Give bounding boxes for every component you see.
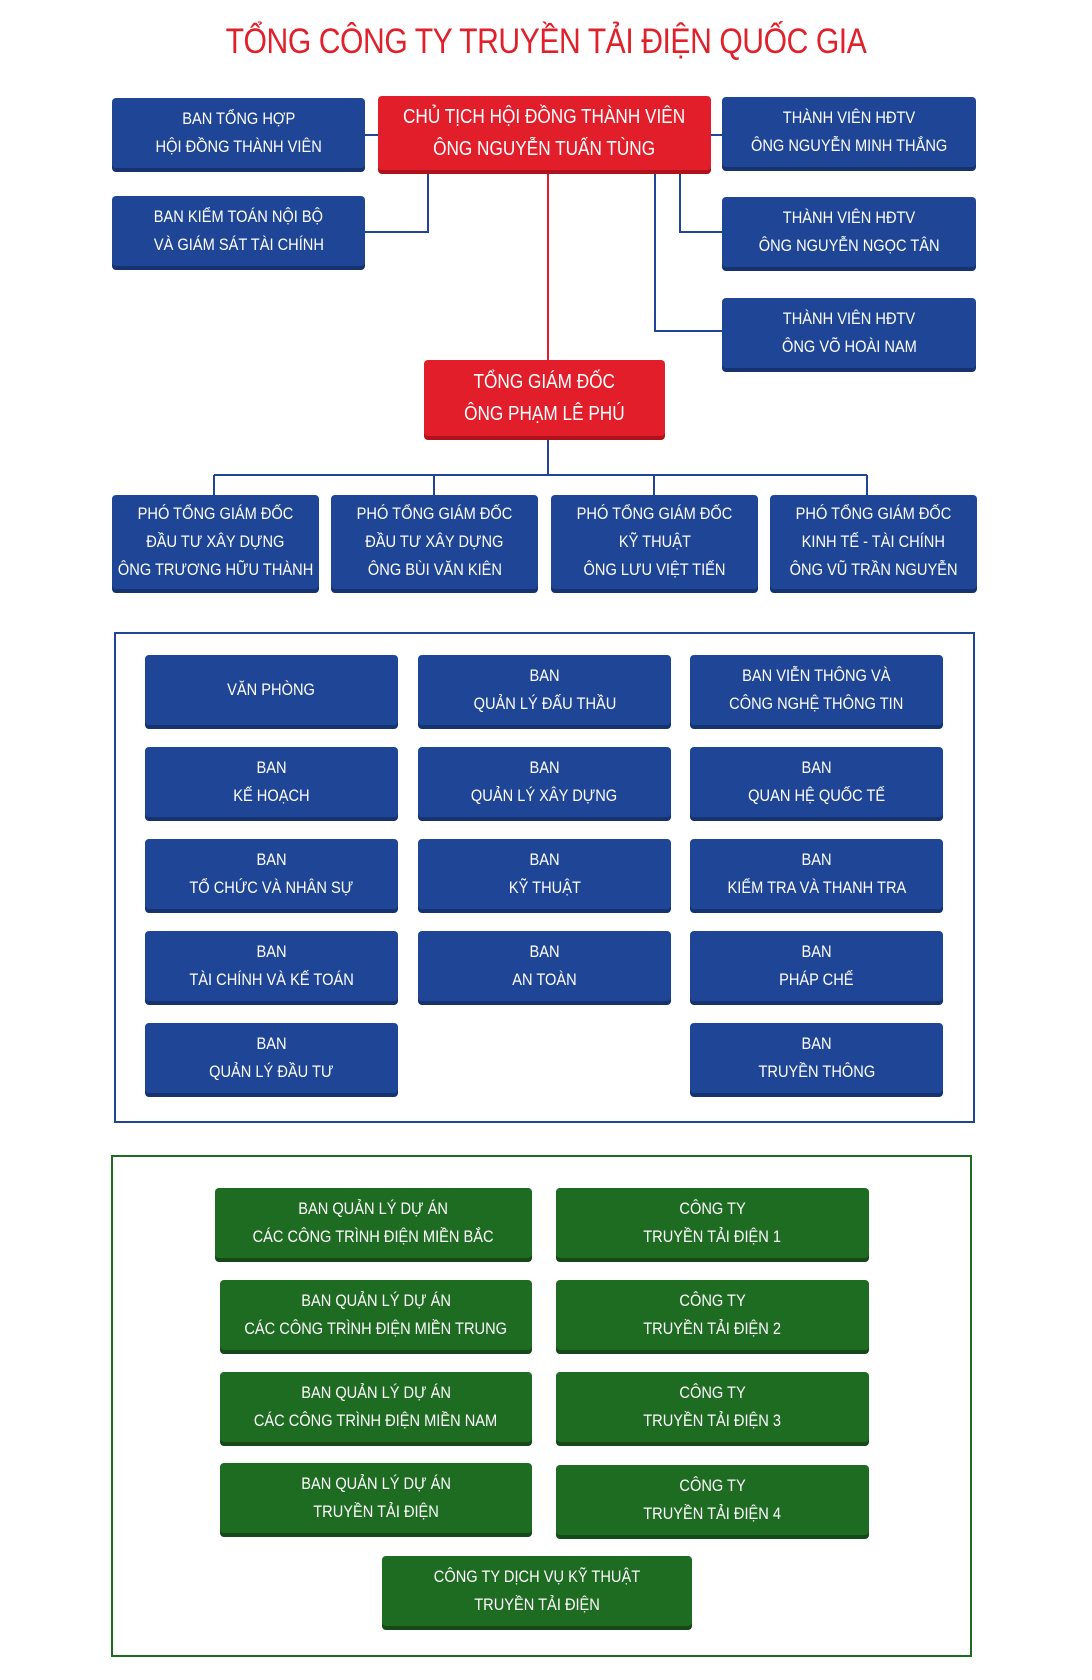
unit-pmb-south: BAN QUẢN LÝ DỰ ÁN CÁC CÔNG TRÌNH ĐIỆN MI… xyxy=(220,1372,532,1442)
department-planning: BAN KẾ HOẠCH xyxy=(145,747,398,817)
department-office: VĂN PHÒNG xyxy=(145,655,398,725)
departments-frame xyxy=(114,632,975,1123)
connector-member-3 xyxy=(654,174,722,332)
board-member-2-box: THÀNH VIÊN HĐTV ÔNG NGUYỄN NGỌC TÂN xyxy=(722,197,976,267)
department-finance: BAN TÀI CHÍNH VÀ KẾ TOÁN xyxy=(145,931,398,1001)
board-member-1-box: THÀNH VIÊN HĐTV ÔNG NGUYỄN MINH THẮNG xyxy=(722,97,976,167)
unit-pmb-north: BAN QUẢN LÝ DỰ ÁN CÁC CÔNG TRÌNH ĐIỆN MI… xyxy=(215,1188,532,1258)
department-hr: BAN TỔ CHỨC VÀ NHÂN SỰ xyxy=(145,839,398,909)
department-telecom-it: BAN VIỄN THÔNG VÀ CÔNG NGHỆ THÔNG TIN xyxy=(690,655,943,725)
unit-pmb-transmission: BAN QUẢN LÝ DỰ ÁN TRUYỀN TẢI ĐIỆN xyxy=(220,1463,532,1533)
department-communications: BAN TRUYỀN THÔNG xyxy=(690,1023,943,1093)
chairman-box: CHỦ TỊCH HỘI ĐỒNG THÀNH VIÊN ÔNG NGUYỄN … xyxy=(378,96,711,170)
board-secretariat-box: BAN TỔNG HỢP HỘI ĐỒNG THÀNH VIÊN xyxy=(112,98,365,168)
deputy-director-3-box: PHÓ TỔNG GIÁM ĐỐC KỸ THUẬT ÔNG LƯU VIỆT … xyxy=(551,495,758,589)
department-legal: BAN PHÁP CHẾ xyxy=(690,931,943,1001)
general-director-box: TỔNG GIÁM ĐỐC ÔNG PHẠM LÊ PHÚ xyxy=(424,360,665,436)
department-inspection: BAN KIỂM TRA VÀ THANH TRA xyxy=(690,839,943,909)
board-member-3-box: THÀNH VIÊN HĐTV ÔNG VÕ HOÀI NAM xyxy=(722,298,976,368)
internal-audit-box: BAN KIỂM TOÁN NỘI BỘ VÀ GIÁM SÁT TÀI CHÍ… xyxy=(112,196,365,266)
deputy-director-4-box: PHÓ TỔNG GIÁM ĐỐC KINH TẾ - TÀI CHÍNH ÔN… xyxy=(770,495,977,589)
unit-technical-services: CÔNG TY DỊCH VỤ KỸ THUẬT TRUYỀN TẢI ĐIỆN xyxy=(382,1556,692,1626)
unit-ptc4: CÔNG TY TRUYỀN TẢI ĐIỆN 4 xyxy=(556,1465,869,1535)
unit-ptc1: CÔNG TY TRUYỀN TẢI ĐIỆN 1 xyxy=(556,1188,869,1258)
department-safety: BAN AN TOÀN xyxy=(418,931,671,1001)
units-frame xyxy=(111,1155,972,1657)
page-title: TỔNG CÔNG TY TRUYỀN TẢI ĐIỆN QUỐC GIA xyxy=(225,22,867,61)
connector-audit xyxy=(365,174,429,233)
deputy-director-2-box: PHÓ TỔNG GIÁM ĐỐC ĐẦU TƯ XÂY DỰNG ÔNG BÙ… xyxy=(331,495,538,589)
unit-pmb-central: BAN QUẢN LÝ DỰ ÁN CÁC CÔNG TRÌNH ĐIỆN MI… xyxy=(220,1280,532,1350)
department-technical: BAN KỸ THUẬT xyxy=(418,839,671,909)
department-procurement: BAN QUẢN LÝ ĐẤU THẦU xyxy=(418,655,671,725)
connector-member-2 xyxy=(679,174,722,233)
department-construction: BAN QUẢN LÝ XÂY DỰNG xyxy=(418,747,671,817)
department-international: BAN QUAN HỆ QUỐC TẾ xyxy=(690,747,943,817)
unit-ptc3: CÔNG TY TRUYỀN TẢI ĐIỆN 3 xyxy=(556,1372,869,1442)
unit-ptc2: CÔNG TY TRUYỀN TẢI ĐIỆN 2 xyxy=(556,1280,869,1350)
department-investment: BAN QUẢN LÝ ĐẦU TƯ xyxy=(145,1023,398,1093)
deputy-director-1-box: PHÓ TỔNG GIÁM ĐỐC ĐẦU TƯ XÂY DỰNG ÔNG TR… xyxy=(112,495,319,589)
